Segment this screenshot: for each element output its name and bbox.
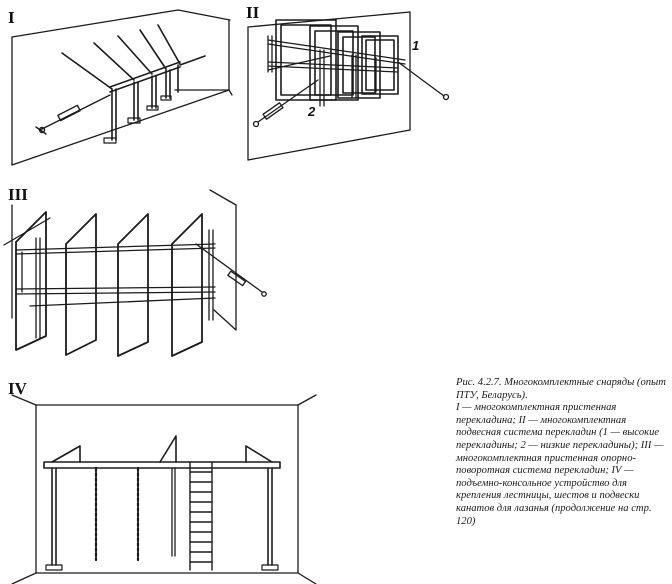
figure-ii: II: [246, 3, 450, 161]
figure-iii-room: [11, 189, 237, 331]
figure-ii-braces: [252, 61, 450, 128]
figure-iii: III: [3, 185, 267, 357]
figure-i-bases: [103, 95, 172, 144]
caption-title: Рис. 4.2.7. Многокомплектные снаряды (оп…: [456, 377, 666, 401]
figure-ii-room: [247, 11, 411, 161]
figure-iv-ladder: [189, 461, 213, 571]
figure-iv-pole: [171, 467, 176, 557]
figure-iv-label: IV: [8, 379, 28, 398]
figure-iii-brace: [195, 243, 267, 297]
figure-ii-label: II: [246, 3, 260, 22]
figure-iii-label: III: [8, 185, 28, 204]
figure-i-bars: [61, 24, 206, 141]
figure-ii-callout-1: 1: [412, 38, 419, 53]
caption-body: I — многокомплектная пристенная переклад…: [456, 402, 664, 527]
figure-iv-ropes: [94, 466, 140, 562]
figure-iv-beam: [43, 435, 281, 566]
figure-iv: IV: [8, 379, 317, 584]
figure-i-label: I: [8, 8, 15, 27]
figure-iv-bases: [45, 564, 279, 571]
figure-i-brace: [35, 94, 111, 135]
figure-caption: Рис. 4.2.7. Многокомплектные снаряды (оп…: [456, 377, 668, 528]
figure-i-room: [11, 9, 233, 166]
figure-iii-rails: [3, 217, 216, 339]
figure-iii-frames: [15, 211, 203, 357]
figure-i: I: [8, 8, 233, 166]
figure-ii-callout-2: 2: [307, 104, 316, 119]
figure-ii-rails: [267, 35, 406, 107]
figure-iv-room: [11, 394, 317, 584]
